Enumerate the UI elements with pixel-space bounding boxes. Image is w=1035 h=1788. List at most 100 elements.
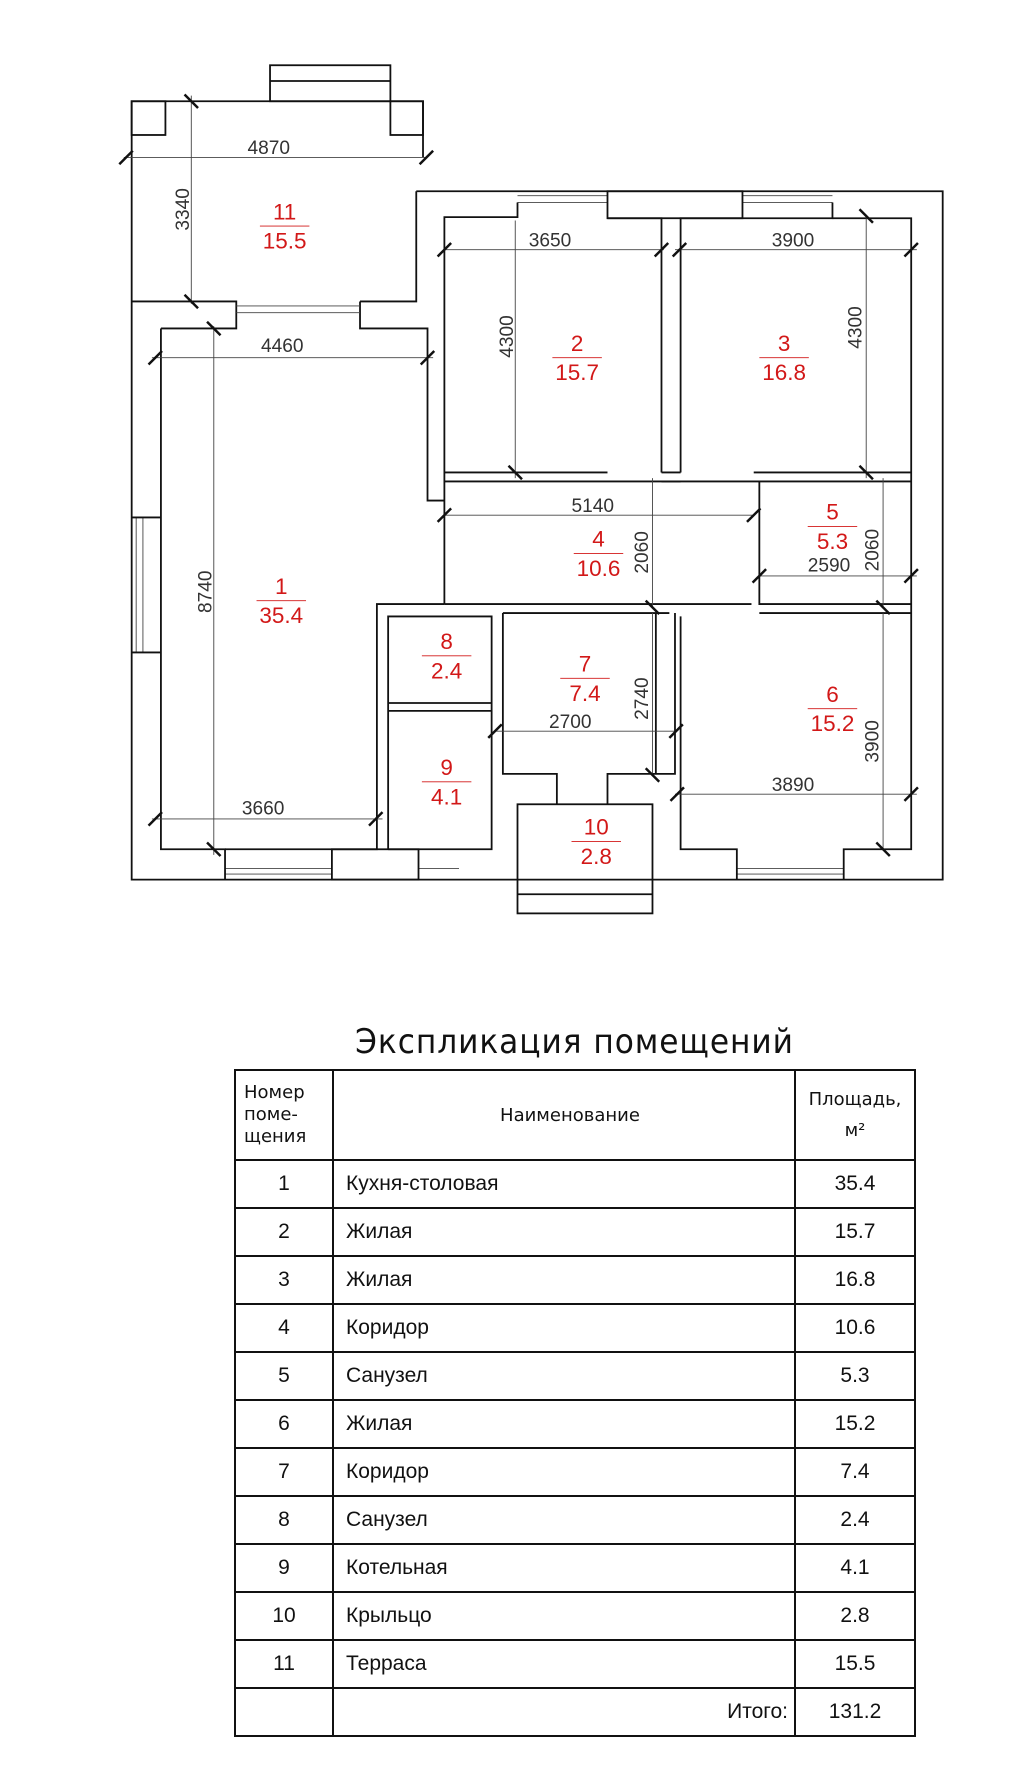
dim-room3-width: 3900 — [772, 230, 815, 251]
dim-room2-height: 4300 — [497, 315, 518, 358]
header-number-line1: Номер — [244, 1082, 305, 1103]
dim-room7-width: 2700 — [549, 712, 592, 733]
room-area: 2.8 — [581, 844, 612, 869]
room-area: 4.1 — [431, 784, 462, 809]
rooms-table: Номер поме- щения Наименование Площадь, … — [234, 1069, 916, 1737]
row-area: 5.3 — [794, 1351, 916, 1401]
floor-plan: 4870 3340 4460 8740 3660 3650 4300 3900 … — [118, 64, 944, 915]
header-number-line2: поме- — [244, 1104, 298, 1125]
header-number: Номер поме- щения — [234, 1069, 334, 1161]
row-name: Санузел — [332, 1495, 796, 1545]
room-area: 15.5 — [263, 229, 307, 254]
row-area: 15.7 — [794, 1207, 916, 1257]
dimension-lines — [118, 93, 919, 857]
row-number: 3 — [234, 1255, 334, 1305]
dim-room2-width: 3650 — [529, 230, 572, 251]
dim-room6-height: 3900 — [863, 720, 884, 763]
row-name: Терраса — [332, 1639, 796, 1689]
dim-terrace-height: 3340 — [173, 188, 194, 231]
row-name: Крыльцо — [332, 1591, 796, 1641]
header-name: Наименование — [332, 1069, 796, 1161]
room-number: 8 — [440, 629, 453, 654]
row-area: 7.4 — [794, 1447, 916, 1497]
total-value: 131.2 — [794, 1687, 916, 1737]
row-number: 8 — [234, 1495, 334, 1545]
room-number: 7 — [579, 652, 592, 677]
header-area-unit: м² — [844, 1120, 866, 1141]
room-label: 55.3 — [807, 500, 858, 554]
header-area: Площадь, м² — [794, 1069, 916, 1161]
row-name: Коридор — [332, 1303, 796, 1353]
table-title: Экспликация помещений — [355, 1022, 794, 1062]
room-number: 6 — [826, 682, 839, 707]
dim-room7-height: 2740 — [632, 677, 653, 720]
row-number: 5 — [234, 1351, 334, 1401]
header-area-label: Площадь, — [808, 1089, 902, 1110]
room-label: 77.4 — [560, 652, 610, 706]
room-label: 135.4 — [256, 574, 307, 628]
row-number: 4 — [234, 1303, 334, 1353]
row-number: 6 — [234, 1399, 334, 1449]
room-area: 15.7 — [555, 360, 599, 385]
row-area: 4.1 — [794, 1543, 916, 1593]
row-area: 16.8 — [794, 1255, 916, 1305]
room-area: 35.4 — [259, 603, 303, 628]
room-area: 2.4 — [431, 658, 462, 683]
dim-corridor-width: 5140 — [571, 496, 614, 517]
dim-room6-width: 3890 — [772, 775, 815, 796]
room-number: 5 — [826, 500, 839, 525]
room-area: 16.8 — [762, 360, 806, 385]
row-area: 35.4 — [794, 1159, 916, 1209]
row-area: 2.4 — [794, 1495, 916, 1545]
dim-corridor-height: 2060 — [632, 531, 653, 574]
dim-room1-bottom: 3660 — [242, 798, 285, 819]
row-name: Жилая — [332, 1255, 796, 1305]
room-area: 5.3 — [817, 529, 848, 554]
dim-room1-height: 8740 — [196, 571, 217, 614]
dim-room5-width: 2590 — [808, 555, 851, 576]
room-label: 94.1 — [421, 755, 472, 809]
room-area: 7.4 — [569, 681, 600, 706]
row-area: 2.8 — [794, 1591, 916, 1641]
room-label: 102.8 — [571, 815, 621, 869]
dim-room1-top: 4460 — [261, 336, 304, 357]
table-header: Номер поме- щения Наименование Площадь, … — [234, 1069, 916, 1161]
room-area: 15.2 — [811, 711, 855, 736]
room-number: 2 — [571, 331, 584, 356]
room-number: 4 — [592, 527, 605, 552]
row-area: 10.6 — [794, 1303, 916, 1353]
row-name: Санузел — [332, 1351, 796, 1401]
dim-room3-height: 4300 — [846, 306, 867, 349]
row-name: Жилая — [332, 1399, 796, 1449]
dim-room5-height: 2060 — [863, 529, 884, 572]
row-number: 10 — [234, 1591, 334, 1641]
room-label: 82.4 — [421, 629, 472, 683]
row-number: 9 — [234, 1543, 334, 1593]
room-number: 9 — [440, 755, 453, 780]
row-number: 11 — [234, 1639, 334, 1689]
table-total-row: Итого: 131.2 — [234, 1687, 916, 1737]
header-number-line3: щения — [244, 1126, 307, 1147]
row-name: Котельная — [332, 1543, 796, 1593]
room-number: 1 — [275, 574, 288, 599]
row-name: Коридор — [332, 1447, 796, 1497]
dimension-labels: 4870 3340 4460 8740 3660 3650 4300 3900 … — [173, 138, 884, 819]
room-area: 10.6 — [577, 556, 621, 581]
total-label: Итого: — [332, 1687, 796, 1737]
dim-terrace-width: 4870 — [248, 138, 291, 159]
room-number: 3 — [778, 331, 791, 356]
row-number: 1 — [234, 1159, 334, 1209]
room-label: 410.6 — [573, 527, 624, 581]
walls — [130, 64, 944, 915]
row-number: 7 — [234, 1447, 334, 1497]
